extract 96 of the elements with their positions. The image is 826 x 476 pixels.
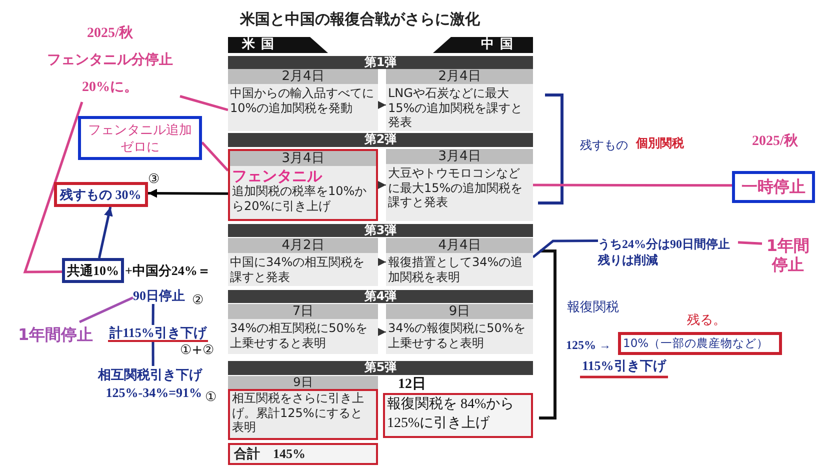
note-text: 残る。 xyxy=(687,313,726,329)
date-label: 12日 xyxy=(398,377,426,392)
date-label: 3月4日 xyxy=(386,149,533,164)
measure-text: LNGや石炭などに最大15%の追加関税を課すと発表 xyxy=(387,86,524,130)
measure-text: 大豆やトウモロコシなどに最大15%の追加関税を課すと発表 xyxy=(387,166,524,210)
note-box xyxy=(78,116,202,160)
note-text: 残すもの xyxy=(580,137,628,153)
note-text: フェンタニル分停止 xyxy=(46,51,174,70)
date-label: 2月4日 xyxy=(228,69,378,84)
tariff-cell xyxy=(228,149,378,221)
connector-line xyxy=(738,241,762,245)
date-label: 4月2日 xyxy=(228,238,378,253)
arrow xyxy=(377,258,386,266)
note-text: 個別関税 xyxy=(636,135,684,151)
connector-line xyxy=(533,184,732,187)
circled-number: ③ xyxy=(148,172,160,188)
circled-number: ② xyxy=(192,293,204,309)
connector-line xyxy=(201,142,229,172)
round-band xyxy=(228,224,533,237)
tariff-cell xyxy=(383,393,533,438)
header-tab xyxy=(433,37,533,53)
note-box xyxy=(62,258,124,283)
round-label: 第3弾 xyxy=(363,224,398,237)
circled-number: ① xyxy=(205,390,217,406)
date-label: 3月4日 xyxy=(230,151,376,166)
note-text: 115%引き下げ xyxy=(582,358,666,374)
round-band xyxy=(228,361,533,375)
total-box xyxy=(228,443,378,465)
note-text: 20%に。 xyxy=(81,79,139,97)
date-label: 9日 xyxy=(228,376,378,389)
measure-text: 中国からの輸入品すべてに10%の追加関税を発動 xyxy=(229,86,375,115)
tariff-cell xyxy=(228,389,378,440)
round-label: 第2弾 xyxy=(363,133,398,146)
date-label: 7日 xyxy=(228,304,378,319)
arrow xyxy=(377,100,386,110)
note-box xyxy=(732,171,815,203)
note-text: 計115%引き下げ xyxy=(108,325,208,341)
tariff-cell xyxy=(228,238,378,286)
drug-label: フェンタニル xyxy=(231,168,324,184)
note-text: 125%-34%=91% xyxy=(104,384,203,402)
tariff-cell xyxy=(386,69,533,131)
tariff-cell xyxy=(386,149,533,221)
connector-line xyxy=(152,342,154,366)
measure-text: 34%の報復関税に50%を上乗せすると表明 xyxy=(387,321,526,350)
date-label: 2月4日 xyxy=(386,69,533,84)
tariff-cell xyxy=(228,304,378,354)
round-label: 第1弾 xyxy=(363,56,398,69)
connector-line xyxy=(78,296,134,324)
note-text: うち24%分は90日間停止 xyxy=(598,236,731,252)
note-text: 1年間停止 xyxy=(18,324,94,346)
measure-text: 追加関税の税率を10%から20%に引き上げ xyxy=(231,184,368,213)
total-text: 合計 145% xyxy=(232,445,306,463)
arrow xyxy=(98,206,113,258)
note-text: +中国分24%＝ xyxy=(125,262,210,279)
connector-line xyxy=(532,240,598,258)
note-box xyxy=(618,332,782,355)
arrow xyxy=(377,180,386,190)
round-band xyxy=(228,56,533,69)
date-label: 4月4日 xyxy=(386,238,533,253)
note-text: 残すもの 30% xyxy=(58,186,142,204)
date-label: 9日 xyxy=(386,304,533,319)
round-label: 第5弾 xyxy=(363,361,398,374)
connector-line xyxy=(152,304,154,325)
note-text: 1年間停止 xyxy=(765,236,811,274)
note-text: 2025/秋 xyxy=(86,24,134,43)
note-text: 一時停止 xyxy=(740,176,806,198)
measure-text: 報復措置として34%の追加関税を表明 xyxy=(387,255,524,284)
connector-line xyxy=(23,102,84,274)
measure-text: 34%の相互関税に50%を上乗せすると表明 xyxy=(229,321,368,350)
measure-text: 中国に34%の相互関税を課すと発表 xyxy=(229,255,366,284)
measure-text: 相互関税をさらに引き上げ。累計125%にすると表明 xyxy=(231,391,365,434)
round-band xyxy=(228,290,533,303)
round-band xyxy=(228,133,533,147)
note-text: 125% → xyxy=(566,337,611,353)
arrow xyxy=(148,188,228,198)
header-tab xyxy=(228,37,328,53)
arrow xyxy=(377,328,386,336)
note-text: 相互関税引き下げ xyxy=(96,366,204,384)
note-text: 共通10% xyxy=(66,262,120,280)
note-text: 10%（一部の農産物など） xyxy=(622,335,770,352)
country-label: 米国 xyxy=(242,37,281,53)
note-box xyxy=(54,182,148,207)
note-text: 2025/秋 xyxy=(752,134,798,150)
connector-line xyxy=(180,95,228,112)
country-label: 中国 xyxy=(480,37,519,53)
note-text: 残りは削減 xyxy=(598,252,659,268)
note-text: 報復関税 xyxy=(567,300,619,316)
tariff-cell xyxy=(386,238,533,286)
tariff-cell xyxy=(228,69,378,131)
round-label: 第4弾 xyxy=(363,290,398,303)
tariff-cell xyxy=(386,304,533,354)
note-text: フェンタニル追加ゼロに xyxy=(87,122,193,157)
measure-text: 報復関税を 84%から125%に引き上げ xyxy=(386,396,516,433)
chart-title: 米国と中国の報復合戦がさらに激化 xyxy=(240,10,480,28)
circled-number: ①+② xyxy=(180,343,214,359)
note-text: 90日停止 xyxy=(133,288,186,304)
